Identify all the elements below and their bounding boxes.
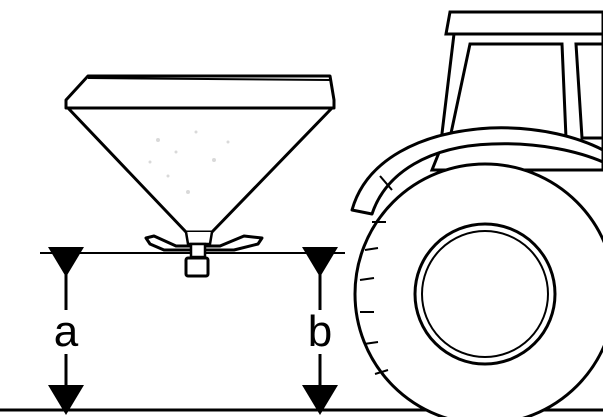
cab-window-side [574, 42, 603, 140]
spreader [64, 74, 336, 278]
spreader-neck [184, 231, 214, 246]
spreader-hopper-lid [64, 74, 336, 110]
tire-tread [359, 221, 389, 375]
spreader-disc [144, 234, 264, 252]
wheel-rim-inner [421, 230, 549, 358]
wheel-rim-outer [413, 222, 557, 366]
tractor [350, 10, 603, 417]
spinner-hub [189, 242, 207, 259]
cab-window [448, 42, 568, 140]
hopper-texture [148, 130, 230, 194]
fender [350, 126, 603, 216]
dimension-a: a [48, 247, 84, 415]
dimension-b-label: b [308, 307, 332, 356]
dimension-b: b [302, 247, 338, 415]
spinner-motor [184, 256, 210, 278]
dimension-a-label: a [54, 307, 79, 356]
tractor-roof [444, 10, 603, 36]
spreader-hopper [66, 106, 334, 234]
